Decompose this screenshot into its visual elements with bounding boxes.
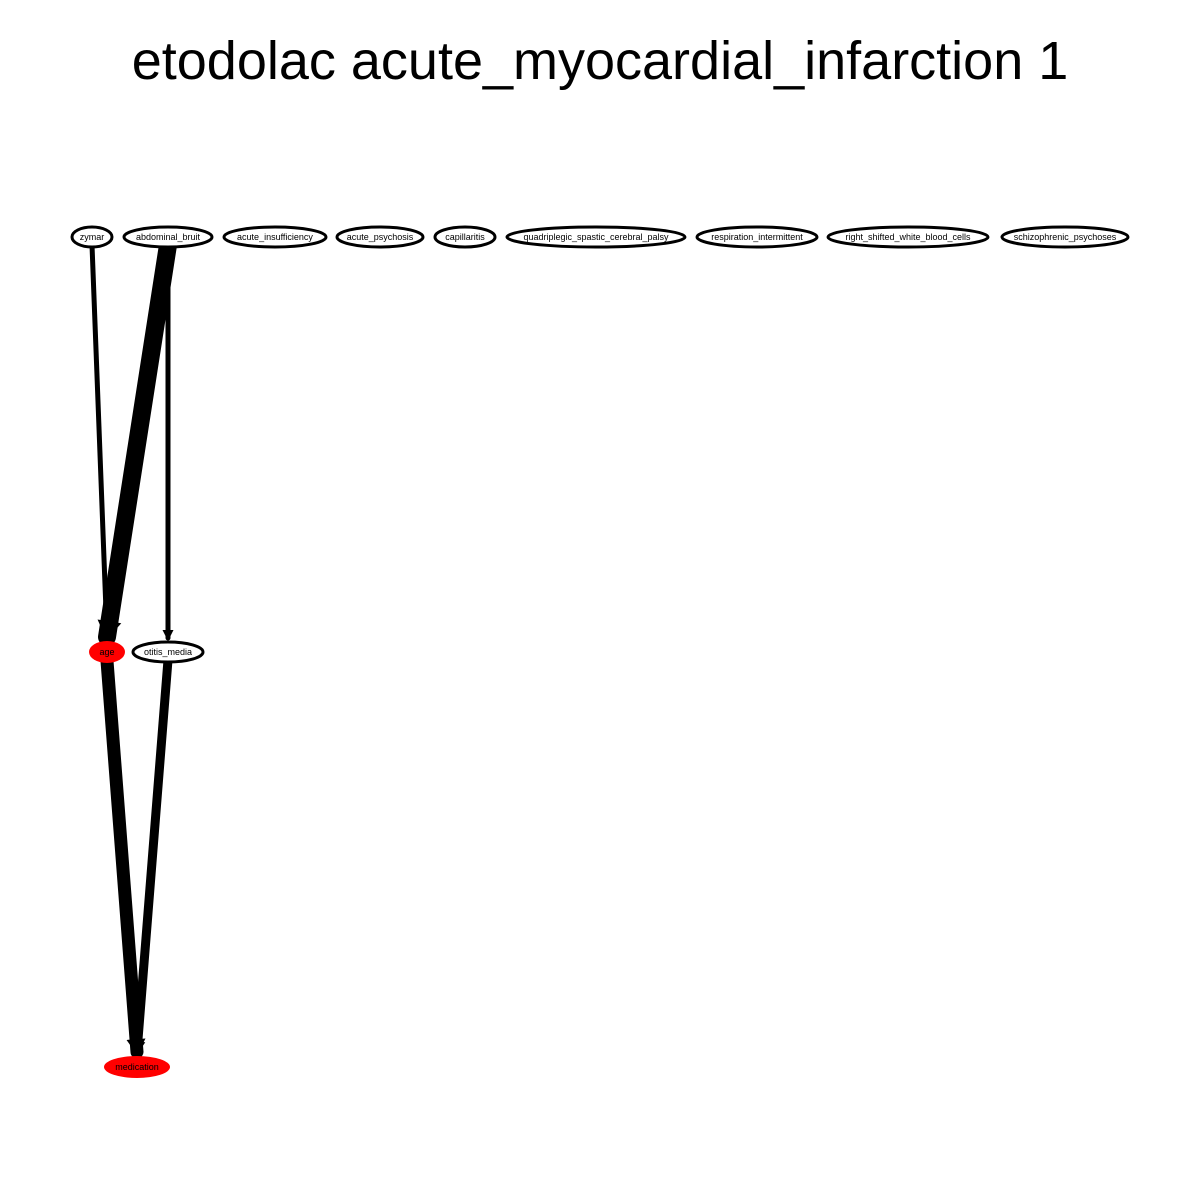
node-respiration_intermittent: respiration_intermittent — [695, 225, 819, 249]
node-label: acute_psychosis — [347, 232, 414, 242]
node-shape — [222, 225, 328, 249]
node-abdominal_bruit: abdominal_bruit — [122, 225, 214, 249]
node-medication: medication — [104, 1056, 170, 1078]
node-shape — [335, 225, 425, 249]
node-acute_insufficiency: acute_insufficiency — [222, 225, 328, 249]
node-otitis_media: otitis_media — [131, 640, 205, 664]
node-zymar: zymar — [70, 225, 114, 249]
edge-abdominal_bruit-to-age — [97, 236, 177, 646]
node-shape — [70, 225, 114, 249]
node-shape — [104, 1056, 170, 1078]
edge-arrowhead — [130, 1041, 146, 1055]
node-label: otitis_media — [144, 647, 192, 657]
node-shape — [1000, 225, 1130, 249]
edge-line — [89, 242, 110, 640]
node-label: abdominal_bruit — [136, 232, 201, 242]
node-label: right_shifted_white_blood_cells — [845, 232, 971, 242]
node-acute_psychosis: acute_psychosis — [335, 225, 425, 249]
node-shape — [505, 225, 687, 249]
graph-title: etodolac acute_myocardial_infarction 1 — [131, 31, 1069, 91]
node-age: age — [89, 641, 125, 663]
node-schizophrenic_psychoses: schizophrenic_psychoses — [1000, 225, 1130, 249]
edge-arrowhead — [97, 619, 122, 640]
node-right_shifted_white_blood_cells: right_shifted_white_blood_cells — [826, 225, 990, 249]
node-label: schizophrenic_psychoses — [1014, 232, 1117, 242]
node-shape — [826, 225, 990, 249]
node-shape — [131, 640, 205, 664]
node-label: zymar — [80, 232, 105, 242]
node-label: quadriplegic_spastic_cerebral_palsy — [523, 232, 669, 242]
node-label: capillaritis — [445, 232, 485, 242]
edge-line — [98, 236, 177, 646]
node-label: acute_insufficiency — [237, 232, 313, 242]
node-label: respiration_intermittent — [711, 232, 803, 242]
node-quadriplegic_spastic_cerebral_palsy: quadriplegic_spastic_cerebral_palsy — [505, 225, 687, 249]
node-shape — [695, 225, 819, 249]
edge-layer — [89, 236, 177, 1059]
node-shape — [122, 225, 214, 249]
edge-arrowhead — [162, 630, 174, 641]
edge-line — [100, 654, 144, 1059]
edge-abdominal_bruit-to-otitis_media — [162, 242, 174, 641]
node-capillaritis: capillaritis — [433, 225, 497, 249]
node-shape — [433, 225, 497, 249]
node-label: medication — [115, 1062, 159, 1072]
edge-otitis_media-to-medication — [130, 655, 173, 1057]
edge-line — [132, 655, 173, 1057]
node-shape — [89, 641, 125, 663]
node-label: age — [99, 647, 114, 657]
